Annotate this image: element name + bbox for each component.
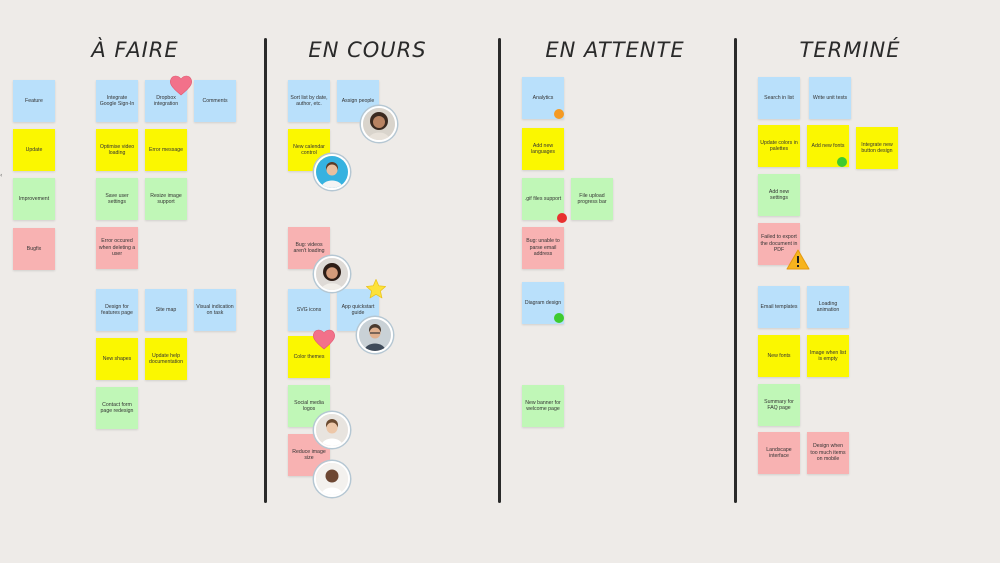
user-avatar[interactable] [357,317,393,353]
sticky-note[interactable]: Resize image support [145,178,187,220]
user-avatar[interactable] [314,461,350,497]
sticky-note[interactable]: New banner for welcome page [522,385,564,427]
star-sticker-icon[interactable] [365,278,387,300]
legend-feature[interactable]: Feature [13,80,55,122]
heart-sticker-icon[interactable] [169,74,193,96]
sticky-note[interactable]: Loading animation [807,286,849,328]
status-dot-green [554,313,564,323]
sticky-note[interactable]: Error occured when deleting a user [96,227,138,269]
user-avatar[interactable] [314,154,350,190]
sticky-note[interactable]: Update help documentation [145,338,187,380]
sticky-note[interactable]: Integrate Google Sign-In [96,80,138,122]
sticky-note[interactable]: Email templates [758,286,800,328]
warning-icon [786,249,810,270]
status-dot-green [837,157,847,167]
sticky-note[interactable]: Landscape interface [758,432,800,474]
sticky-note[interactable]: Visual indication on task [194,289,236,331]
user-avatar[interactable] [314,412,350,448]
sticky-note[interactable]: New fonts [758,335,800,377]
status-dot-red [557,213,567,223]
heart-sticker-icon[interactable] [312,328,336,350]
sticky-note[interactable]: Design for features page [96,289,138,331]
status-dot-orange [554,109,564,119]
sticky-note[interactable]: Contact form page redesign [96,387,138,429]
sticky-note[interactable]: Site map [145,289,187,331]
sticky-note[interactable]: File upload progress bar [571,178,613,220]
sticky-note[interactable]: Bug: unable to parse email address [522,227,564,269]
sticky-note[interactable]: Sort list by date, author, etc. [288,80,330,122]
user-avatar[interactable] [314,256,350,292]
sticky-note[interactable]: .gif files support [522,178,564,220]
column-title-todo: À FAIRE [91,38,179,62]
sticky-note[interactable]: Search in list [758,77,800,119]
column-title-on-hold: EN ATTENTE [545,38,685,62]
user-avatar[interactable] [361,106,397,142]
sticky-note[interactable]: Add new settings [758,174,800,216]
legend-update[interactable]: Update [13,129,55,171]
sticky-note[interactable]: Integrate new button design [856,127,898,169]
sticky-note[interactable]: Comments [194,80,236,122]
legend-bugfix[interactable]: Bugfix [13,228,55,270]
sticky-note[interactable]: SVG icons [288,289,330,331]
edge-mark: ‹ [0,172,3,179]
column-divider [734,38,737,503]
sticky-note[interactable]: Write unit tests [809,77,851,119]
sticky-note[interactable]: New shapes [96,338,138,380]
column-title-done: TERMINÉ [799,38,901,62]
sticky-note[interactable]: Summary for FAQ page [758,384,800,426]
sticky-note[interactable]: Update colors in palettes [758,125,800,167]
legend-improvement[interactable]: Improvement [13,178,55,220]
sticky-note[interactable]: Optimise video loading [96,129,138,171]
sticky-note[interactable]: Image when list is empty [807,335,849,377]
sticky-note[interactable]: Error message [145,129,187,171]
sticky-note[interactable]: Design when too much items on mobile [807,432,849,474]
column-divider [498,38,501,503]
sticky-note[interactable]: Add new languages [522,128,564,170]
column-title-in-progress: EN COURS [308,38,427,62]
sticky-note[interactable]: Save user settings [96,178,138,220]
column-divider [264,38,267,503]
